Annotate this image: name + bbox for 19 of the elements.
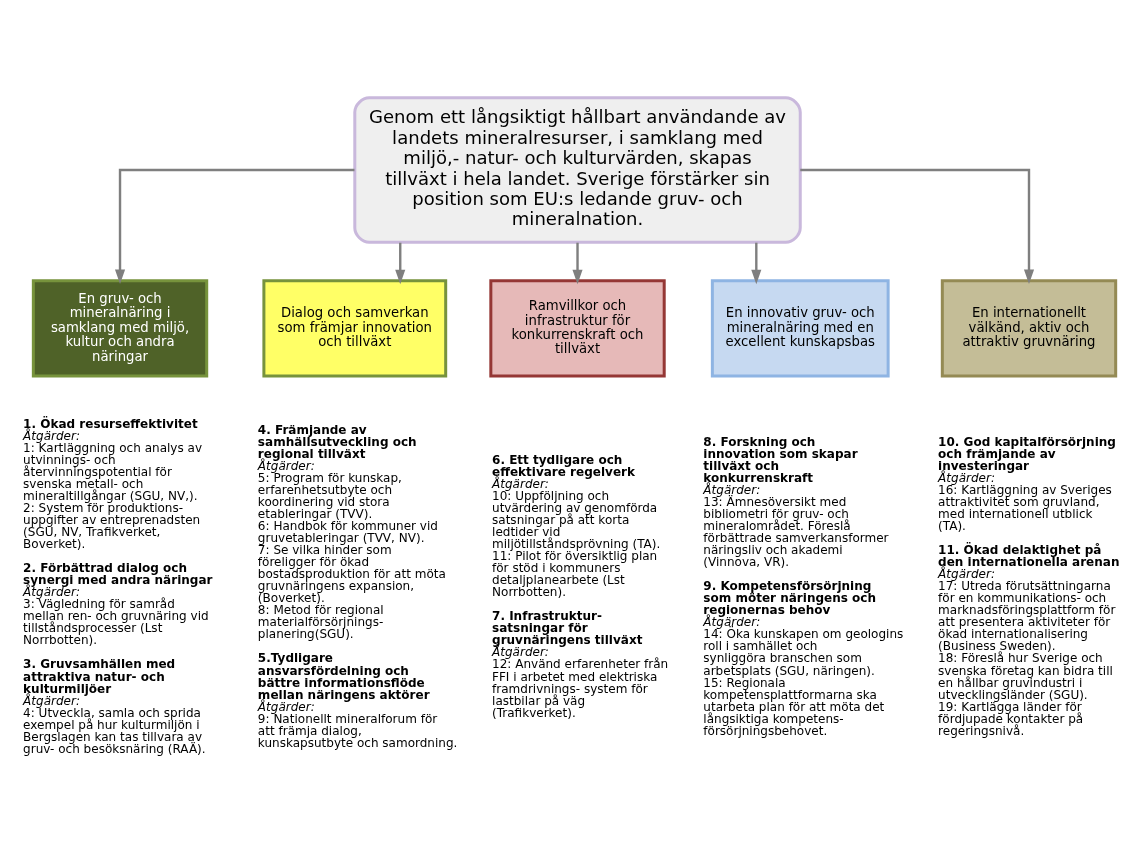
node-label: Åtgärder: bbox=[492, 645, 549, 660]
arrow bbox=[114, 168, 355, 285]
node-box: En innovativ gruv- och mineralnäring med en excellent kunskapsbas bbox=[710, 279, 890, 378]
node-box: Ramvillkor och infrastruktur för konkurrenskraft och tillväxt bbox=[489, 279, 666, 378]
node-box: En gruv- och mineralnäring i samklang med miljö, kultur och andra näringar bbox=[31, 279, 209, 378]
arrow bbox=[751, 242, 762, 285]
node-label: Åtgärder: bbox=[938, 567, 995, 582]
node-box: En internationellt välkänd, aktiv och attraktiv gruvnäring bbox=[940, 279, 1118, 378]
arrow bbox=[800, 168, 1035, 285]
node-label: 18: Föreslå hur Sverige och svenska företag kan bidra till en hållbar gruvindustri i utvecklingsländer (SGU). bbox=[938, 651, 1113, 702]
node-box: Genom ett långsiktigt hållbart användande av landets mineralresurser, i samklang med miljö,- natur- och kulturvärden, skapas tillväxt i hela landet. Sverige förstärker sin position som EU:s ledande gruv- och mineralnation. bbox=[353, 96, 802, 244]
node-box: Dialog och samverkan som främjar innovation och tillväxt bbox=[262, 279, 448, 378]
node-label: Åtgärder: bbox=[492, 476, 549, 491]
node-label: Åtgärder: bbox=[23, 585, 80, 600]
node-label: 8: Metod för regional materialförsörjnings- planering(SGU). bbox=[257, 603, 384, 642]
arrow bbox=[395, 242, 406, 285]
node-label: Åtgärder: bbox=[23, 428, 80, 443]
arrow bbox=[572, 242, 583, 285]
node-label: Åtgärder: bbox=[703, 482, 761, 497]
